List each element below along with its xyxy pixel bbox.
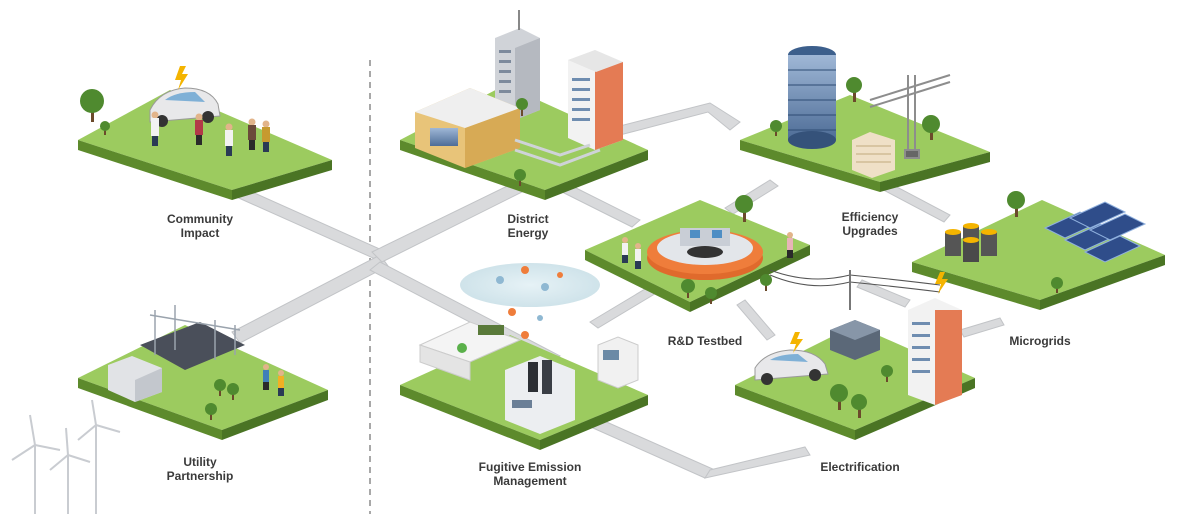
tower-crane-icon	[869, 74, 951, 159]
battery-storage-icon	[945, 223, 997, 262]
person-icon	[248, 118, 256, 150]
tree-icon	[516, 98, 528, 116]
tile-community-impact	[78, 66, 332, 200]
label-line: Impact	[180, 226, 220, 240]
tile-fugitive-emission	[400, 263, 648, 450]
electric-car-icon	[754, 349, 829, 385]
label-fugitive-emission: Fugitive Emission Management	[460, 460, 600, 488]
wind-turbines-icon	[11, 399, 121, 514]
person-icon	[263, 364, 269, 390]
tree-icon	[760, 274, 772, 291]
tree-icon	[214, 379, 226, 396]
tile-rnd-testbed	[585, 195, 810, 312]
label-community-impact: Community Impact	[150, 212, 250, 240]
person-icon	[278, 370, 284, 396]
person-icon	[262, 120, 270, 152]
label-line: District	[507, 212, 549, 226]
label-line: Fugitive Emission	[478, 460, 582, 474]
lightning-icon	[790, 332, 803, 353]
tree-icon	[227, 383, 239, 400]
tree-icon	[514, 169, 526, 186]
tile-efficiency-upgrades	[740, 46, 990, 192]
tree-icon	[851, 394, 867, 418]
glass-tower-icon	[788, 46, 836, 149]
person-icon	[635, 243, 641, 269]
substation-icon	[140, 305, 245, 370]
apartment-building-icon	[908, 298, 962, 405]
person-icon	[622, 237, 628, 263]
lightning-icon	[175, 66, 188, 90]
tree-icon	[735, 195, 753, 222]
analyzer-machine-icon	[505, 356, 575, 434]
tree-icon	[705, 287, 717, 304]
tile-electrification	[735, 272, 975, 440]
tile-district-energy	[400, 10, 648, 200]
tree-icon	[770, 120, 782, 136]
label-line: Microgrids	[1009, 334, 1071, 348]
label-district-energy: District Energy	[478, 212, 578, 240]
charging-station-icon	[830, 320, 880, 360]
label-line: Utility	[183, 455, 217, 469]
label-efficiency-upgrades: Efficiency Upgrades	[820, 210, 920, 238]
power-line-wires	[769, 269, 941, 310]
lightning-icon	[935, 272, 948, 294]
tree-icon	[922, 115, 940, 140]
label-line: R&D Testbed	[667, 334, 743, 348]
label-line: Efficiency	[841, 210, 899, 224]
solar-panel-icon	[1043, 201, 1147, 263]
label-line: Upgrades	[842, 224, 898, 238]
label-line: Energy	[507, 226, 549, 240]
tree-icon	[1051, 277, 1063, 293]
tree-icon	[830, 384, 848, 410]
tile-utility-partnership	[78, 305, 328, 440]
tile-microgrids	[912, 191, 1165, 310]
emission-cloud-icon	[460, 263, 600, 339]
control-building-icon	[108, 356, 162, 402]
connector-paths	[231, 102, 1005, 479]
control-room-icon	[647, 228, 763, 280]
apartment-building-icon	[568, 50, 623, 150]
person-icon	[195, 113, 203, 145]
label-line: Community	[167, 212, 233, 226]
person-icon	[151, 111, 159, 146]
monitor-station-icon	[597, 336, 639, 389]
label-electrification: Electrification	[800, 460, 920, 474]
tree-icon	[205, 403, 217, 420]
person-icon	[787, 232, 793, 258]
tree-icon	[100, 121, 110, 135]
label-line: Partnership	[166, 469, 234, 483]
lab-bench-icon	[418, 321, 522, 381]
person-icon	[225, 123, 233, 156]
construction-building-icon	[852, 132, 895, 178]
tree-icon	[80, 89, 104, 122]
label-microgrids: Microgrids	[990, 334, 1090, 348]
label-line: Management	[493, 474, 567, 488]
tree-icon	[1007, 191, 1025, 217]
tree-icon	[881, 365, 893, 382]
pipes-icon	[514, 138, 601, 167]
label-rnd-testbed: R&D Testbed	[650, 334, 760, 348]
tree-icon	[846, 77, 862, 102]
label-line: Electrification	[820, 460, 900, 474]
label-utility-partnership: Utility Partnership	[150, 455, 250, 483]
plant-building-icon	[415, 88, 520, 168]
tree-icon	[681, 279, 695, 298]
